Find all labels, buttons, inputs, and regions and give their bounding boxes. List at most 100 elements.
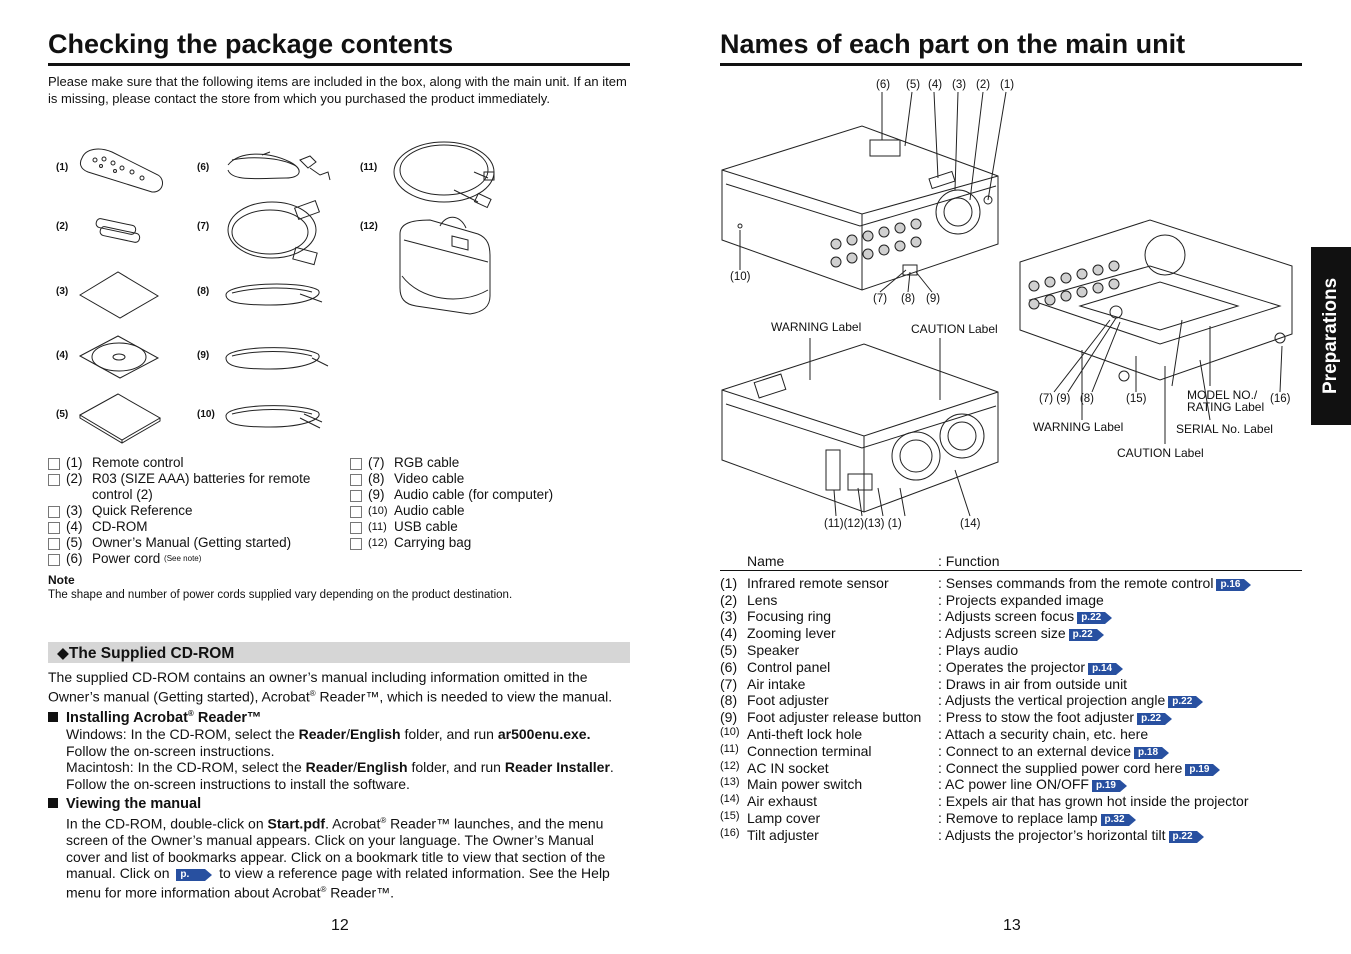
- page-ref-badge: p.: [176, 869, 213, 882]
- audio-cable-computer-icon: [225, 347, 329, 370]
- checklist-item: (3)Quick Reference: [48, 503, 338, 519]
- row-number: (14): [720, 793, 740, 806]
- audio-cable-icon: [225, 405, 323, 429]
- checklist-column-1: (1)Remote control (2)R03 (SIZE AAA) batt…: [48, 455, 338, 567]
- checklist-item: (4)CD-ROM: [48, 519, 338, 535]
- part-name: Main power switch: [747, 776, 863, 793]
- callout-1: (1): [1000, 79, 1015, 91]
- checklist-item: (10)Audio cable: [350, 503, 610, 519]
- row-number: (1): [720, 574, 738, 591]
- power-cord-icon: [227, 151, 331, 181]
- item-label-5: (5): [56, 409, 69, 420]
- model-rating-label: MODEL NO./ RATING Label: [1187, 388, 1265, 414]
- part-name: Foot adjuster: [747, 692, 829, 709]
- part-name: Air intake: [747, 675, 806, 692]
- title-rule-left: [48, 63, 630, 66]
- part-name: Anti-theft lock hole: [747, 725, 863, 742]
- item-label-3: (3): [56, 286, 69, 297]
- page-ref-badge[interactable]: p.19: [1091, 780, 1127, 793]
- item-label-1: (1): [56, 162, 69, 173]
- page-ref-badge[interactable]: p.22: [1168, 696, 1204, 709]
- remote-control-icon: [79, 148, 164, 193]
- checkbox-icon: [350, 522, 362, 534]
- checkbox-icon: [48, 458, 60, 470]
- page-ref-badge[interactable]: p.22: [1077, 612, 1113, 625]
- page-ref-badge[interactable]: p.22: [1068, 629, 1104, 642]
- rgb-cable-icon: [227, 199, 321, 266]
- part-function: : Attach a security chain, etc. here: [938, 725, 1149, 742]
- cdrom-section-heading: ◆The Supplied CD-ROM: [48, 642, 630, 663]
- serial-label: SERIAL No. Label: [1176, 422, 1273, 436]
- part-name: Focusing ring: [747, 608, 832, 625]
- install-instructions: Windows: In the CD-ROM, select the Reade…: [66, 726, 614, 792]
- part-function: : Plays audio: [938, 641, 1019, 658]
- table-row: (8)Foot adjuster: Adjusts the vertical p…: [720, 692, 1302, 709]
- table-row: (16)Tilt adjuster: Adjusts the projector…: [720, 827, 1302, 844]
- page-ref-badge[interactable]: p.32: [1100, 813, 1136, 826]
- checkbox-icon: [350, 506, 362, 518]
- callout-2: (2): [976, 79, 991, 91]
- item-label-2: (2): [56, 221, 69, 232]
- part-function: : Senses commands from the remote contro…: [938, 570, 1302, 591]
- item-label-9: (9): [197, 350, 210, 361]
- projector-underside-view: [1019, 219, 1293, 444]
- cdrom-intro: The supplied CD-ROM contains an owner’s …: [48, 669, 613, 705]
- item-label-10: (10): [197, 409, 215, 420]
- table-row: (9)Foot adjuster release button: Press t…: [720, 709, 1302, 726]
- checklist-item: (7)RGB cable: [350, 455, 610, 471]
- page-ref-badge[interactable]: p.19: [1185, 763, 1221, 776]
- video-cable-icon: [225, 283, 323, 306]
- part-name: Infrared remote sensor: [747, 574, 889, 591]
- projector-rear-view: [721, 338, 999, 517]
- page-ref-badge[interactable]: p.22: [1168, 830, 1204, 843]
- part-function: : Projects expanded image: [938, 591, 1104, 608]
- page-ref-badge[interactable]: p.16: [1216, 578, 1252, 591]
- callout-14: (14): [960, 518, 981, 530]
- row-number: (4): [720, 625, 738, 642]
- projector-diagram: [721, 91, 1293, 517]
- projector-front-view: [721, 91, 1007, 293]
- checklist-item: (2)R03 (SIZE AAA) batteries for remote c…: [48, 471, 338, 503]
- row-number: (6): [720, 658, 738, 675]
- section-tab-preparations: Preparations: [1311, 247, 1351, 425]
- part-function: : Expels air that has grown hot inside t…: [938, 793, 1249, 810]
- table-row: (11)Connection terminal: Connect to an e…: [720, 743, 1302, 760]
- bullet-square-icon: [48, 798, 58, 808]
- page-title-right: Names of each part on the main unit: [720, 29, 1186, 59]
- warning-label-front: WARNING Label: [771, 320, 862, 334]
- caution-label-under: CAUTION Label: [1117, 446, 1204, 460]
- install-heading: Installing Acrobat® Reader™: [48, 709, 262, 726]
- row-number: (13): [720, 776, 740, 789]
- checklist-item: (1)Remote control: [48, 455, 338, 471]
- page-ref-badge[interactable]: p.22: [1137, 713, 1173, 726]
- checklist-item: (12)Carrying bag: [350, 535, 610, 551]
- callout-4: (4): [928, 79, 943, 91]
- row-number: (10): [720, 725, 740, 738]
- row-number: (15): [720, 809, 740, 822]
- checkbox-icon: [48, 538, 60, 550]
- page-ref-badge[interactable]: p.14: [1088, 662, 1124, 675]
- item-label-8: (8): [197, 286, 210, 297]
- page-number-left: 12: [331, 917, 349, 934]
- table-row: (1) Infrared remote sensor : Senses comman…: [720, 570, 1302, 591]
- row-number: (12): [720, 759, 740, 772]
- table-row: (10) Anti-theft lock hole : Attach a secur…: [720, 726, 1302, 743]
- page-title-left: Checking the package contents: [48, 29, 454, 59]
- usb-cable-icon: [393, 141, 495, 209]
- part-name: Connection terminal: [747, 742, 872, 759]
- callout-10: (10): [730, 271, 751, 283]
- callout-5: (5): [906, 79, 921, 91]
- part-name: AC IN socket: [747, 759, 829, 776]
- row-number: (2): [720, 591, 738, 608]
- callout-7: (7): [873, 293, 888, 305]
- caution-label-front: CAUTION Label: [911, 322, 998, 336]
- callout-8: (8): [901, 293, 916, 305]
- checkbox-icon: [350, 490, 362, 502]
- page-ref-badge[interactable]: p.18: [1134, 746, 1170, 759]
- item-label-11: (11): [360, 162, 378, 173]
- checkbox-icon: [350, 458, 362, 470]
